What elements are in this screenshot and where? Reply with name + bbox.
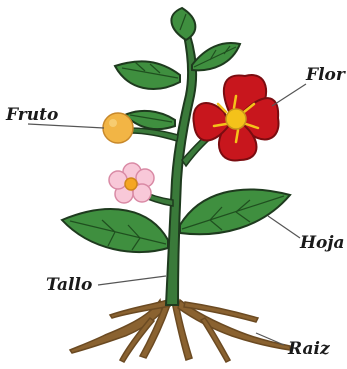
label-fruto: Fruto bbox=[5, 105, 58, 125]
label-raiz: Raiz bbox=[287, 339, 330, 359]
red-flower bbox=[193, 75, 278, 160]
leaf-lower-left bbox=[62, 209, 168, 252]
label-hoja: Hoja bbox=[299, 233, 345, 253]
leaf-upper-left bbox=[115, 61, 180, 89]
fruit bbox=[103, 113, 133, 143]
label-flor: Flor bbox=[305, 65, 346, 85]
pink-flower bbox=[109, 163, 154, 203]
label-tallo: Tallo bbox=[46, 275, 92, 295]
hoja-leader bbox=[268, 216, 300, 238]
roots bbox=[70, 300, 290, 362]
flor-leader bbox=[272, 84, 306, 106]
leaf-top bbox=[171, 8, 195, 40]
tallo-leader bbox=[98, 276, 166, 285]
